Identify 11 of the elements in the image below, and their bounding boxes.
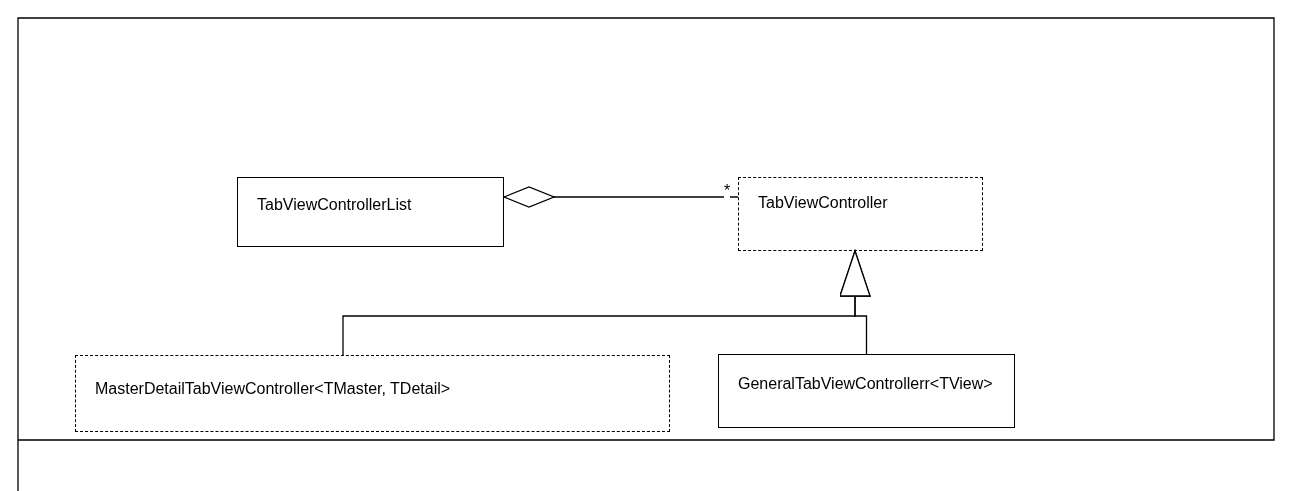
class-box [237, 177, 504, 247]
class-name: MasterDetailTabViewController<TMaster, TDetail> [95, 380, 451, 398]
aggregation-line [503, 186, 739, 208]
class-box [75, 355, 670, 432]
class-name: TabViewControllerList [257, 196, 412, 214]
class-name: TabViewController [758, 194, 888, 212]
inheritance-arrow [839, 250, 871, 355]
class-box [738, 177, 983, 251]
multiplicity-label: * [724, 183, 731, 199]
class-box [718, 354, 1015, 428]
class-name: GeneralTabViewControllerr<TView> [738, 375, 993, 393]
